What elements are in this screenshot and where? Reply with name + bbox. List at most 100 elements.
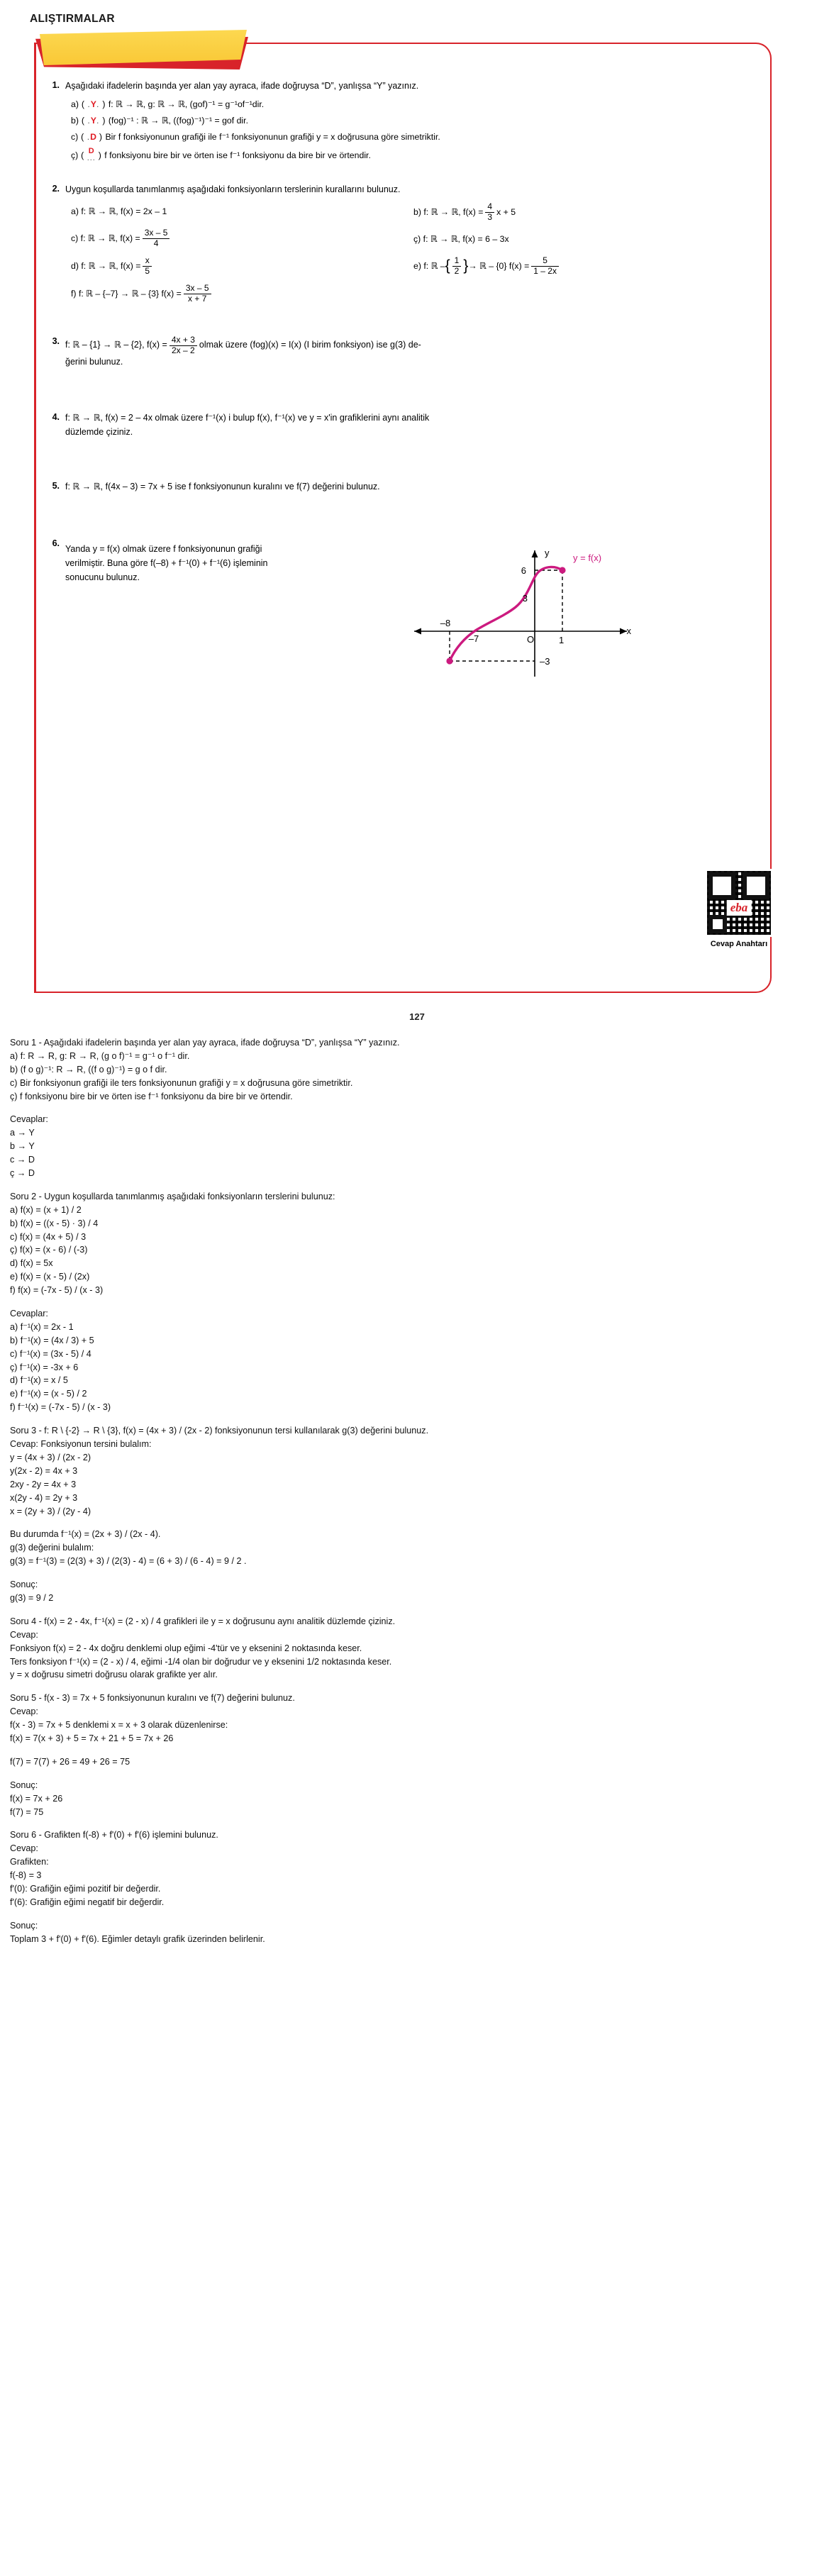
soru3b-l2: g(3) = f⁻¹(3) = (2(3) + 3) / (2(3) - 4) … xyxy=(10,1556,247,1567)
question-2-items: a) f: ℝ → ℝ, f(x) = 2x – 1 c) f: ℝ → ℝ, … xyxy=(71,201,756,311)
sonuc3-l0: Sonuç: xyxy=(10,1580,38,1590)
eba-logo: eba xyxy=(726,900,752,916)
solution-block-sonuc5: Sonuç: f(x) = 7x + 26 f(7) = 75 xyxy=(10,1779,821,1819)
solutions-panel: Soru 1 - Aşağıdaki ifadelerin başında ye… xyxy=(0,1032,834,1977)
sonuc5-l0: Sonuç: xyxy=(10,1780,38,1790)
soru2-l2: b) f(x) = ((x - 5) · 3) / 4 xyxy=(10,1218,99,1228)
q1-item-a-answer: Y xyxy=(90,99,96,110)
q1-item-c: c) ( .D ) Bir f fonksiyonunun grafiği il… xyxy=(71,132,440,143)
solution-block-soru3: Soru 3 - f: R \ {-2} → R \ {3}, f(x) = (… xyxy=(10,1424,821,1518)
y-tick-3: 3 xyxy=(523,593,528,604)
cevaplar2-l2: b) f⁻¹(x) = (4x / 3) + 5 xyxy=(10,1335,94,1345)
question-2-right-column: b) f: ℝ → ℝ, f(x) = 4 3 x + 5 ç) f: ℝ → … xyxy=(413,201,756,311)
cevaplar2-l3: c) f⁻¹(x) = (3x - 5) / 4 xyxy=(10,1348,91,1359)
q3-numerator: 4x + 3 xyxy=(171,335,195,345)
q3-suffix: olmak üzere (fog)(x) = I(x) (I birim fon… xyxy=(199,340,421,350)
soru4-l1: Cevap: xyxy=(10,1629,38,1640)
soru2-l7: f) f(x) = (-7x - 5) / (x - 3) xyxy=(10,1285,104,1296)
question-4-number: 4. xyxy=(52,412,60,423)
sonuc6-l0: Sonuç: xyxy=(10,1920,38,1931)
q1-item-cc-label: ç) xyxy=(71,150,79,160)
y-axis-arrow xyxy=(531,550,538,558)
curve-endpoint-left xyxy=(446,657,453,665)
q2-item-b-suffix: x + 5 xyxy=(496,207,516,218)
soru2-l4: ç) f(x) = (x - 6) / (-3) xyxy=(10,1245,88,1255)
sonuc5-l1: f(x) = 7x + 26 xyxy=(10,1793,63,1804)
q3-fraction: 4x + 3 2x – 2 xyxy=(169,335,197,355)
solution-block-sonuc6: Sonuç: Toplam 3 + f'(0) + f'(6). Eğimler… xyxy=(10,1919,821,1946)
q1-item-a: a) ( .Y. ) f: ℝ → ℝ, g: ℝ → ℝ, (gof)⁻¹ =… xyxy=(71,99,265,110)
soru6-l5: f'(6): Grafiğin eğimi negatif bir değerd… xyxy=(10,1897,165,1907)
question-1-number: 1. xyxy=(52,80,60,90)
q2-item-c: c) f: ℝ → ℝ, f(x) = 3x – 5 4 xyxy=(71,228,413,248)
question-5: 5. f: ℝ → ℝ, f(4x – 3) = 7x + 5 ise f fo… xyxy=(47,480,756,494)
q2-item-f-label: f) xyxy=(71,289,77,299)
question-1-prompt: Aşağıdaki ifadelerin başında yer alan ya… xyxy=(65,81,419,91)
soru5-l0: Soru 5 - f(x - 3) = 7x + 5 fonksiyonunun… xyxy=(10,1693,295,1704)
q1-item-a-label: a) xyxy=(71,99,79,110)
q1-item-c-label: c) xyxy=(71,132,79,143)
sonuc3-l1: g(3) = 9 / 2 xyxy=(10,1592,54,1603)
q2-item-c-text: f: ℝ → ℝ, f(x) = xyxy=(80,233,140,244)
q1-item-a-text: f: ℝ → ℝ, g: ℝ → ℝ, (gof)⁻¹ = g⁻¹of⁻¹dir… xyxy=(108,99,265,110)
question-3-body: f: ℝ – {1} → ℝ – {2}, f(x) = 4x + 3 2x –… xyxy=(65,335,756,369)
cevaplar1-l2: b → Y xyxy=(10,1141,35,1152)
banner-shape xyxy=(40,30,247,65)
soru3-l6: x = (2y + 3) / (2y - 4) xyxy=(10,1506,91,1516)
y-tick-neg3: –3 xyxy=(540,656,550,667)
soru3-l4: 2xy - 2y = 4x + 3 xyxy=(10,1479,77,1489)
answer-key-caption: Cevap Anahtarı xyxy=(710,940,768,948)
question-4-body: f: ℝ → ℝ, f(x) = 2 – 4x olmak üzere f⁻¹(… xyxy=(65,411,756,439)
q4-line2: düzlemde çiziniz. xyxy=(65,426,133,437)
solution-block-cevaplar2: Cevaplar: a) f⁻¹(x) = 2x - 1 b) f⁻¹(x) =… xyxy=(10,1307,821,1414)
q2-item-cc-text: f: ℝ → ℝ, f(x) = 6 – 3x xyxy=(423,234,509,245)
question-2-prompt: Uygun koşullarda tanımlanmış aşağıdaki f… xyxy=(65,184,401,195)
q1-item-c-answer: D xyxy=(90,132,96,143)
q2-item-e-numerator-2: 5 xyxy=(543,255,547,266)
answer-key-qr[interactable]: eba Cevap Anahtarı xyxy=(696,869,782,948)
q2-item-b-fraction: 4 3 xyxy=(485,201,495,222)
soru5-l3: f(x) = 7(x + 3) + 5 = 7x + 21 + 5 = 7x +… xyxy=(10,1733,174,1743)
function-curve xyxy=(448,566,564,663)
q6-line2: verilmiştir. Buna göre f(–8) + f⁻¹(0) + … xyxy=(65,558,268,569)
soru2-l0: Soru 2 - Uygun koşullarda tanımlanmış aş… xyxy=(10,1191,335,1201)
curve-label: y = f(x) xyxy=(573,553,601,563)
q2-item-d: d) f: ℝ → ℝ, f(x) = x 5 xyxy=(71,255,413,276)
q2-item-d-text: f: ℝ → ℝ, f(x) = xyxy=(81,261,141,272)
cevaplar1-l4: ç → D xyxy=(10,1168,35,1179)
cevaplar2-l4: ç) f⁻¹(x) = -3x + 6 xyxy=(10,1362,79,1372)
q2-item-f: f) f: ℝ – {–7} → ℝ – {3} f(x) = 3x – 5 x… xyxy=(71,283,413,304)
solution-block-soru5b: f(7) = 7(7) + 26 = 49 + 26 = 75 xyxy=(10,1755,821,1769)
q2-item-e-fraction-2: 5 1 – 2x xyxy=(531,255,559,276)
solution-block-soru6: Soru 6 - Grafikten f(-8) + f'(0) + f'(6)… xyxy=(10,1828,821,1909)
soru2-l6: e) f(x) = (x - 5) / (2x) xyxy=(10,1272,90,1282)
question-4: 4. f: ℝ → ℝ, f(x) = 2 – 4x olmak üzere f… xyxy=(47,411,756,439)
q2-item-e-text: f: ℝ – xyxy=(423,261,445,272)
solution-block-soru4: Soru 4 - f(x) = 2 - 4x, f⁻¹(x) = (2 - x)… xyxy=(10,1615,821,1682)
x-tick-neg8: –8 xyxy=(440,618,450,628)
soru4-l4: y = x doğrusu simetri doğrusu olarak gra… xyxy=(10,1670,218,1680)
q2-item-f-fraction: 3x – 5 x + 7 xyxy=(183,283,211,304)
q2-item-e-fraction: 1 2 xyxy=(452,255,462,276)
soru3-l5: x(2y - 4) = 2y + 3 xyxy=(10,1492,78,1503)
question-3-number: 3. xyxy=(52,336,60,347)
soru5-l1: Cevap: xyxy=(10,1706,38,1717)
cevaplar2-l6: e) f⁻¹(x) = (x - 5) / 2 xyxy=(10,1389,87,1399)
qr-code-icon[interactable]: eba xyxy=(705,869,773,937)
cevaplar1-l1: a → Y xyxy=(10,1128,35,1138)
q1-item-c-cedilla: ç) ( D ... ) f fonksiyonu bire bir ve ör… xyxy=(71,147,371,162)
y-tick-6: 6 xyxy=(521,565,526,576)
q4-line1: f: ℝ → ℝ, f(x) = 2 – 4x olmak üzere f⁻¹(… xyxy=(65,413,430,423)
q2-item-c-denominator: 4 xyxy=(142,238,170,248)
soru6-l4: f'(0): Grafiğin eğimi pozitif bir değerd… xyxy=(10,1883,161,1894)
soru6-l3: f(-8) = 3 xyxy=(10,1870,42,1881)
worksheet-frame xyxy=(34,43,772,993)
soru4-l0: Soru 4 - f(x) = 2 - 4x, f⁻¹(x) = (2 - x)… xyxy=(10,1616,396,1626)
qr-finder-bottom-left xyxy=(708,915,727,933)
q2-item-c-fraction: 3x – 5 4 xyxy=(142,228,170,248)
soru6-l2: Grafikten: xyxy=(10,1857,49,1867)
x-tick-neg7: –7 xyxy=(469,633,479,644)
function-graph-svg: y x 6 3 –3 –8 –7 O 1 y = f(x) xyxy=(414,548,632,677)
q2-item-a-label: a) xyxy=(71,206,79,217)
q2-item-c-label: c) xyxy=(71,233,79,244)
